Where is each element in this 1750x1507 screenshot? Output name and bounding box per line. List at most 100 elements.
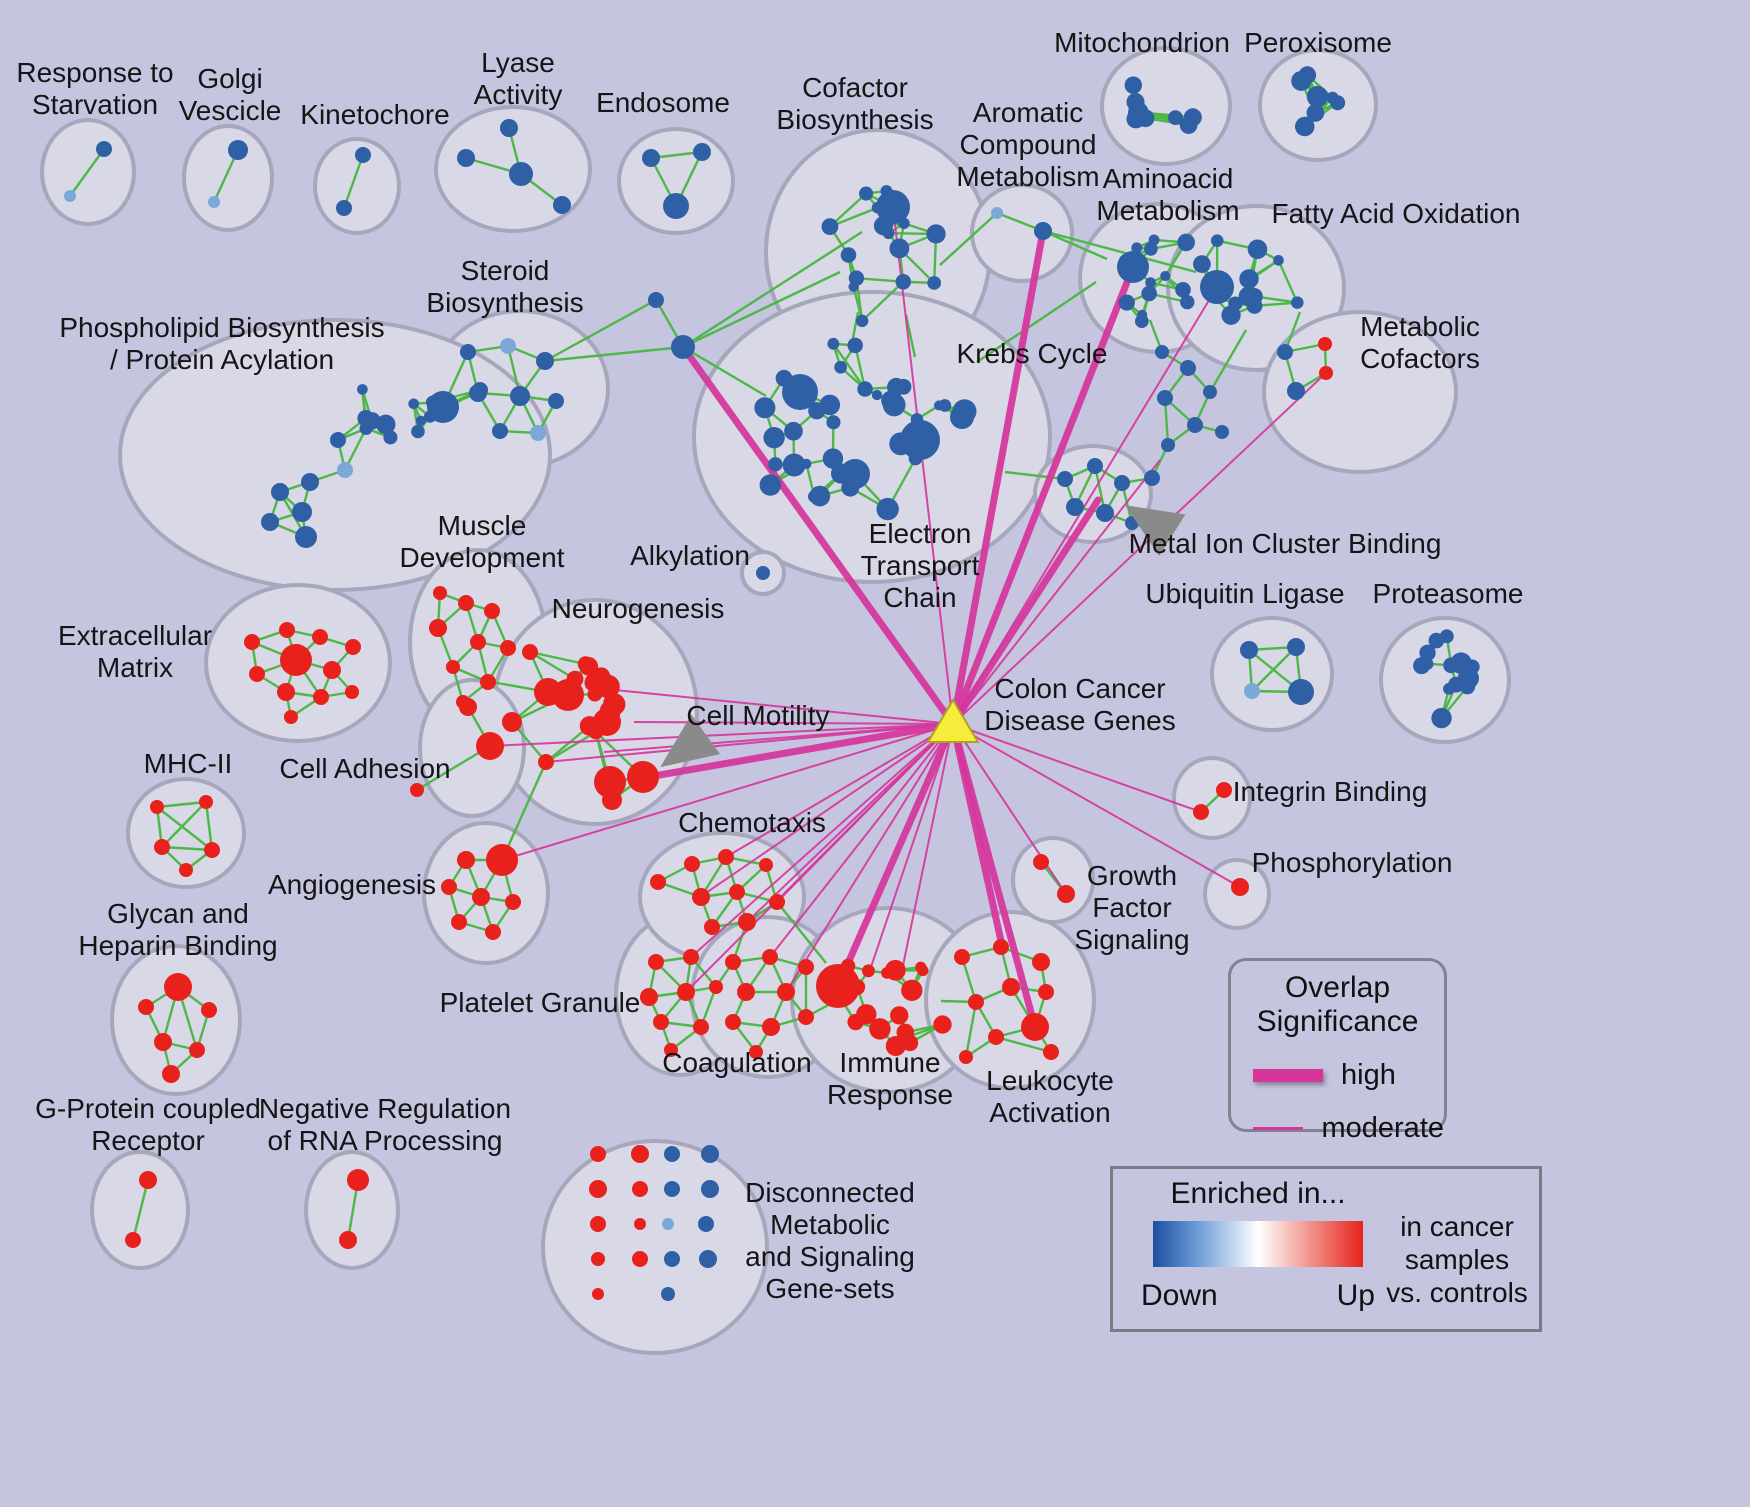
enrichment-legend-title: Enriched in... [1170, 1177, 1346, 1210]
cluster-bubble-ubiquitin-ligase [1210, 616, 1334, 732]
coagulation-node [725, 1014, 741, 1030]
high-significance-edge [949, 263, 1137, 728]
ubiquitin-ligase-edge [1251, 646, 1297, 692]
electron-transport-chain-node [910, 413, 924, 426]
golgi-vescicle-node [228, 140, 248, 160]
caption-line: in cancer [1400, 1210, 1514, 1242]
aminoacid-metabolism-node [1177, 233, 1195, 252]
moderate-significance-edge [952, 723, 1202, 813]
platelet-granule-node [683, 949, 699, 965]
fatty-acid-oxidation-node [1247, 239, 1268, 260]
mhc-ii-edge [161, 845, 213, 852]
inter-cluster-edge [939, 212, 998, 266]
growth-factor-signaling-node [1033, 854, 1049, 870]
leukocyte-activation-node [954, 949, 970, 965]
metabolic-chain-node [1215, 425, 1229, 439]
label-integrin-binding: Integrin Binding [1233, 776, 1428, 807]
label-coagulation: Coagulation [662, 1047, 811, 1078]
immune-response-node [890, 1006, 909, 1025]
muscle-development-node [446, 660, 460, 674]
label-neurogenesis: Neurogenesis [552, 593, 725, 624]
phospholipid-biosynthesis-node [423, 410, 437, 423]
mhc-ii-node [179, 863, 193, 877]
cluster-bubble-disconnected-gene-sets [541, 1139, 769, 1355]
enrichment-caption: in cancer samples vs. controls [1375, 1169, 1539, 1329]
angiogenesis-node [472, 888, 490, 906]
steroid-biosynthesis-node [536, 352, 554, 370]
moderate-significance-edge [952, 459, 1161, 725]
proteasome-node [1428, 632, 1445, 649]
electron-transport-chain-node [827, 337, 840, 350]
metal-ion-pointer-arrow [1125, 505, 1186, 556]
muscle-development-node [480, 674, 496, 690]
aminoacid-metabolism-node [1118, 255, 1130, 266]
phospholipid-biosynthesis-node [295, 526, 317, 548]
neurogenesis-node [602, 693, 626, 716]
platelet-granule-node [709, 980, 723, 994]
caption-line: samples [1404, 1243, 1510, 1275]
aminoacid-metabolism-node [1118, 294, 1135, 311]
cofactor-biosynthesis-node [898, 217, 910, 230]
lyase-activity-node [500, 119, 518, 137]
label-phospholipid-biosynthesis: Phospholipid Biosynthesis/ Protein Acyla… [59, 312, 384, 375]
electron-transport-chain-node [784, 421, 803, 441]
neurogenesis-node [627, 761, 659, 793]
lyase-activity-node [553, 196, 571, 214]
neurogenesis-node [502, 712, 522, 732]
cluster-bubble-glycan-heparin-binding [110, 944, 242, 1096]
neurogenesis-node [522, 644, 538, 660]
electron-transport-chain-node [822, 448, 844, 469]
moderate-significance-edge [690, 723, 954, 958]
moderate-significance-edge [501, 723, 954, 861]
leukocyte-activation-node [968, 994, 984, 1010]
metabolic-chain-node [1157, 390, 1173, 406]
moderate-significance-row: moderate [1253, 1112, 1444, 1145]
metabolic-chain-node [1155, 345, 1169, 359]
label-alkylation: Alkylation [630, 540, 750, 571]
phospholipid-biosynthesis-node [375, 414, 396, 435]
electron-transport-chain-node [871, 389, 883, 401]
immune-response-node [849, 979, 866, 996]
label-platelet-granule: Platelet Granule [440, 987, 641, 1018]
moderate-significance-edge [899, 723, 954, 981]
inter-cluster-edge [1004, 470, 1066, 481]
neurogenesis-node [594, 766, 626, 798]
aromatic-compound-metabolism-node [991, 207, 1003, 219]
inter-cluster-edge [1042, 229, 1197, 274]
cofactor-biosynthesis-node [855, 314, 869, 328]
label-proteasome: Proteasome [1373, 578, 1524, 609]
label-mitochondrion: Mitochondrion [1054, 27, 1230, 58]
disconnected-gene-sets-node [592, 1288, 604, 1300]
enrichment-legend: Enriched in... Down Up in cancer samples… [1110, 1166, 1542, 1332]
coagulation-node [749, 1045, 763, 1059]
angiogenesis-node [486, 844, 518, 876]
label-ubiquitin-ligase: Ubiquitin Ligase [1145, 578, 1344, 609]
alkylation-node [756, 566, 770, 580]
metal-ion-cluster-binding-node [1087, 458, 1103, 474]
cofactor-biosynthesis-edge [861, 280, 905, 322]
angiogenesis-node [505, 894, 521, 910]
high-significance-line-sample [1253, 1069, 1323, 1082]
cluster-bubble-mitochondrion [1100, 46, 1232, 166]
electron-transport-chain-node [782, 374, 818, 410]
electron-transport-chain-node [807, 490, 821, 503]
phospholipid-biosynthesis-node [271, 483, 289, 501]
mitochondrion-node [1124, 76, 1143, 94]
inter-cluster-edge [544, 298, 657, 363]
leukocyte-activation-node [988, 1029, 1004, 1045]
electron-transport-chain-node [830, 463, 852, 484]
lyase-activity-node [509, 162, 533, 186]
platelet-granule-node [648, 954, 664, 970]
aminoacid-metabolism-node [1141, 285, 1157, 302]
